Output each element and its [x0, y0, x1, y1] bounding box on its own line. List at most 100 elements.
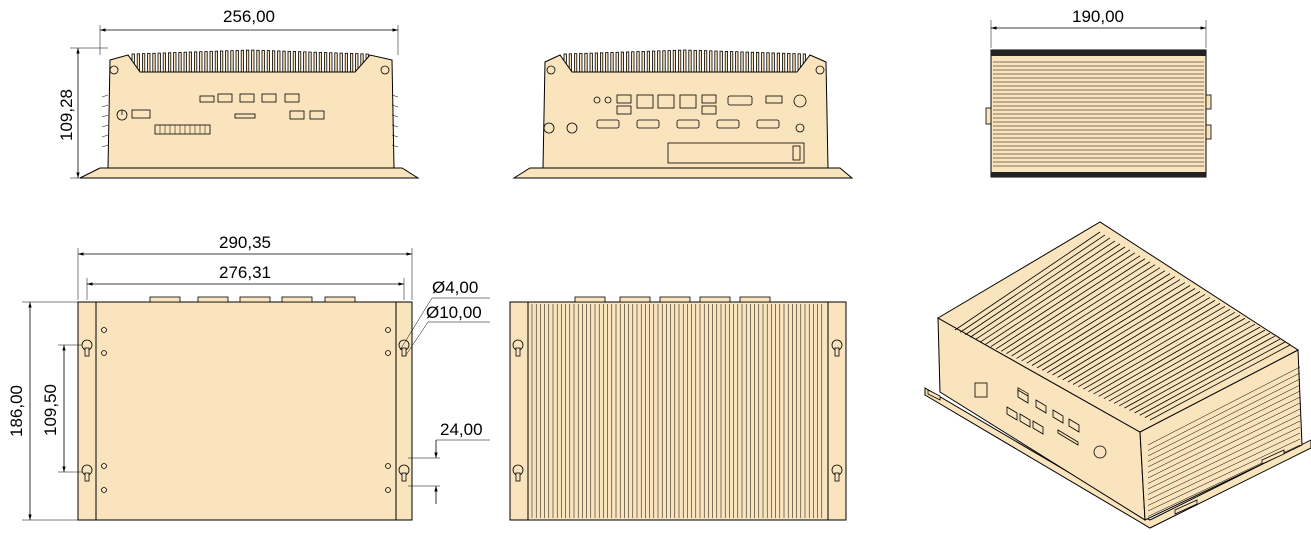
fin — [688, 49, 692, 73]
fin — [282, 50, 286, 73]
fin — [188, 51, 192, 73]
dim-slot-spacing: 109,50 — [41, 384, 60, 436]
screw-icon — [109, 65, 119, 75]
fin-line — [1042, 282, 1186, 371]
fin — [219, 50, 224, 73]
fin-line — [995, 255, 1141, 350]
connector-port — [131, 109, 151, 119]
fin — [730, 51, 734, 73]
expansion-slot — [667, 142, 805, 164]
fin-line — [1016, 267, 1161, 359]
bottom-fins — [531, 304, 823, 518]
fin — [672, 49, 677, 73]
fin-line — [1144, 341, 1286, 418]
fin-line — [1147, 372, 1301, 451]
fin — [761, 52, 765, 73]
dim-hole-large: Ø10,00 — [426, 303, 482, 322]
fin-line — [1067, 297, 1211, 383]
screw-hole-icon — [101, 327, 391, 493]
fin — [344, 52, 349, 73]
connector-bump — [197, 296, 229, 303]
usb-port — [261, 93, 277, 103]
keyhole-slot-icon — [512, 339, 843, 482]
fin — [303, 51, 307, 73]
fin-line — [1052, 288, 1196, 376]
fin-line — [1047, 285, 1191, 373]
fin — [740, 51, 744, 73]
fin — [162, 52, 166, 73]
fin — [339, 52, 343, 73]
fin-line — [1147, 384, 1301, 462]
fin — [183, 51, 187, 73]
usb-port — [309, 110, 325, 120]
usb-port — [239, 93, 255, 103]
fin — [256, 49, 260, 73]
fin — [329, 52, 333, 73]
fin-line — [965, 237, 1111, 336]
keyhole-slot-icon — [81, 339, 410, 482]
fin-line — [1077, 303, 1221, 388]
fin-line — [1124, 329, 1266, 409]
fin — [292, 51, 297, 73]
fin-line — [1147, 396, 1301, 473]
screw-icon — [815, 65, 825, 75]
side-connector — [985, 107, 992, 125]
side-fins — [993, 61, 1204, 167]
fin — [693, 49, 697, 73]
dc-in-icon — [793, 94, 807, 108]
fin-line — [1147, 408, 1301, 484]
flange-slot — [1261, 449, 1285, 465]
fin — [709, 50, 713, 73]
fin — [584, 52, 588, 73]
fin — [698, 50, 703, 73]
fin — [756, 52, 760, 73]
fin-line — [1113, 323, 1256, 404]
fin — [261, 50, 265, 73]
fin — [719, 50, 723, 73]
dim-front-width: 256,00 — [223, 7, 275, 26]
rear-view — [512, 49, 854, 179]
fin-line — [975, 243, 1121, 340]
fin — [610, 52, 614, 73]
dim-top-outer-width: 290,35 — [219, 233, 271, 252]
fin — [271, 50, 276, 73]
iso-side-fins — [1147, 366, 1301, 517]
remote-switch-icon — [795, 123, 805, 133]
flange-slot — [1174, 499, 1198, 515]
fin — [626, 51, 630, 73]
fin — [615, 51, 619, 73]
fin — [318, 52, 323, 73]
fin — [724, 50, 729, 73]
com-port — [756, 119, 780, 129]
com-port — [676, 119, 700, 129]
flange-slot — [927, 389, 941, 401]
fin — [766, 52, 770, 73]
fin — [199, 51, 203, 73]
fin — [579, 53, 583, 73]
fin — [620, 51, 625, 73]
fin-line — [1000, 258, 1146, 352]
fin-line — [1147, 378, 1301, 457]
connector-bump — [619, 296, 651, 303]
fin-line — [1021, 270, 1166, 362]
fin-line — [1119, 326, 1261, 407]
usb-port — [289, 110, 305, 120]
antenna-hole-icon — [566, 122, 578, 134]
fin — [141, 53, 146, 73]
dim-front-height: 109,28 — [57, 89, 76, 141]
fin — [209, 50, 213, 73]
fin-line — [1062, 294, 1206, 381]
fin-line — [1134, 335, 1276, 414]
fin-line — [1093, 311, 1236, 395]
fin-line — [1088, 308, 1231, 392]
fin-line — [1072, 300, 1216, 385]
side-connector — [1205, 94, 1212, 110]
fin — [147, 53, 151, 73]
isometric-view — [924, 221, 1311, 529]
antenna-hole-icon — [543, 122, 555, 134]
connector-bump — [574, 296, 606, 303]
fin — [574, 53, 578, 73]
connector-bump — [239, 296, 271, 303]
front-heatsink-fins — [131, 49, 369, 73]
fin-line — [1147, 366, 1301, 446]
